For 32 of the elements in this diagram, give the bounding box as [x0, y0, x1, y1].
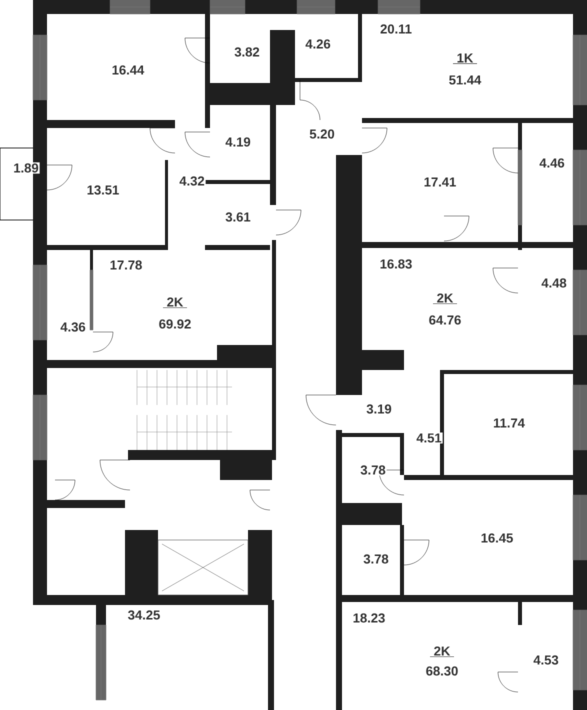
- area-label: 16.44: [110, 64, 146, 76]
- area-label: 64.76: [428, 314, 462, 326]
- area-label: 4.36: [59, 321, 87, 333]
- apartment-type-label: 2K: [162, 297, 188, 308]
- area-label: 3.82: [233, 46, 261, 58]
- area-label: 4.46: [538, 157, 566, 169]
- area-label: 3.19: [365, 403, 393, 415]
- area-label: 13.51: [86, 184, 120, 196]
- area-label: 11.74: [492, 418, 526, 428]
- area-label: 3.78: [359, 464, 387, 476]
- area-label: 3.78: [362, 553, 390, 565]
- area-label: 16.83: [378, 258, 414, 270]
- area-label: 4.53: [532, 654, 560, 666]
- apartment-type-label: 2K: [432, 293, 458, 304]
- area-label: 34.25: [126, 609, 162, 621]
- apartment-type-label: 1K: [452, 54, 478, 64]
- area-label: 4.19: [224, 136, 252, 148]
- area-label: 51.44: [448, 74, 482, 86]
- area-label: 4.32: [178, 175, 206, 187]
- area-label: 3.61: [224, 211, 252, 223]
- area-label: 69.92: [158, 318, 192, 330]
- area-label: 5.20: [308, 128, 336, 140]
- area-label: 4.48: [540, 277, 568, 289]
- area-label: 17.78: [108, 259, 144, 271]
- area-label: 68.30: [424, 665, 460, 677]
- area-label: 20.11: [379, 23, 413, 35]
- area-label: 18.23: [352, 612, 386, 624]
- area-label: 4.51: [415, 432, 443, 444]
- area-label: 16.45: [480, 532, 514, 544]
- area-label: 17.41: [422, 176, 458, 188]
- apartment-type-label: 2K: [430, 646, 454, 658]
- area-label: 4.26: [304, 38, 332, 50]
